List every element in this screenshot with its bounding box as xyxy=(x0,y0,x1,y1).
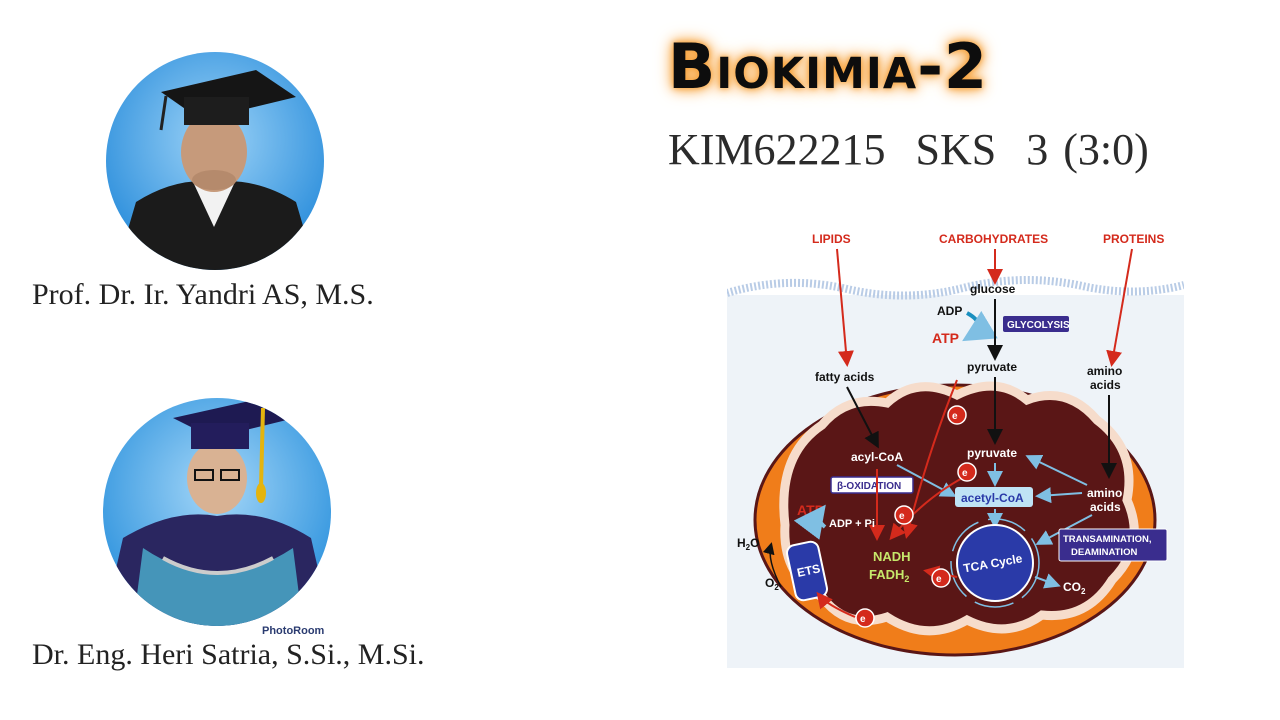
svg-text:e: e xyxy=(860,614,866,625)
label-co2: CO2 xyxy=(1063,580,1086,596)
label-o2: O2 xyxy=(765,576,779,592)
svg-text:e: e xyxy=(899,511,905,522)
label-amino-acids-matrix-2: acids xyxy=(1090,500,1121,514)
label-carbohydrates: CARBOHYDRATES xyxy=(939,232,1048,246)
label-glycolysis: GLYCOLYSIS xyxy=(1007,320,1070,331)
label-adp: ADP xyxy=(937,304,962,318)
label-fatty-acids: fatty acids xyxy=(815,370,875,384)
svg-text:e: e xyxy=(962,468,968,479)
label-ets: ETS xyxy=(796,561,822,580)
label-deamination: DEAMINATION xyxy=(1071,547,1137,558)
electron-icons: e e e e e xyxy=(855,405,977,628)
svg-text:e: e xyxy=(936,574,942,585)
label-beta-oxidation: β-OXIDATION xyxy=(837,481,901,492)
course-title: Biokimia-2 xyxy=(668,30,989,103)
label-acyl-coa: acyl-CoA xyxy=(851,450,903,464)
label-amino-acids-matrix-1: amino xyxy=(1087,486,1122,500)
svg-text:e: e xyxy=(952,411,958,422)
lecturer-2-name: Dr. Eng. Heri Satria, S.Si., M.Si. xyxy=(32,638,425,671)
label-pyruvate-cytosol: pyruvate xyxy=(967,360,1017,374)
course-code: KIM622215 SKS 3 (3:0) xyxy=(668,125,1149,174)
label-h2o: H2O xyxy=(737,536,759,552)
label-atp-glycolysis: ATP xyxy=(932,330,959,346)
label-amino-acids-cytosol-2: acids xyxy=(1090,378,1121,392)
lecturer-1-name: Prof. Dr. Ir. Yandri AS, M.S. xyxy=(32,278,374,311)
lecturer-2-photo xyxy=(103,398,331,626)
label-nadh: NADH xyxy=(873,549,911,564)
label-acetyl-coa: acetyl-CoA xyxy=(961,491,1024,505)
metabolism-diagram-svg: LIPIDS CARBOHYDRATES PROTEINS glucose AD… xyxy=(725,225,1185,668)
label-pyruvate-matrix: pyruvate xyxy=(967,446,1017,460)
label-fadh2: FADH2 xyxy=(869,567,909,584)
label-lipids: LIPIDS xyxy=(812,232,851,246)
label-adp-pi: ADP + Pi xyxy=(829,518,875,530)
label-glucose: glucose xyxy=(970,282,1016,296)
photoroom-watermark: PhotoRoom xyxy=(262,625,325,637)
label-proteins: PROTEINS xyxy=(1103,232,1164,246)
label-transamination: TRANSAMINATION, xyxy=(1063,534,1151,545)
metabolism-diagram: LIPIDS CARBOHYDRATES PROTEINS glucose AD… xyxy=(725,225,1185,668)
label-amino-acids-cytosol-1: amino xyxy=(1087,364,1122,378)
lecturer-1-photo xyxy=(106,52,324,270)
